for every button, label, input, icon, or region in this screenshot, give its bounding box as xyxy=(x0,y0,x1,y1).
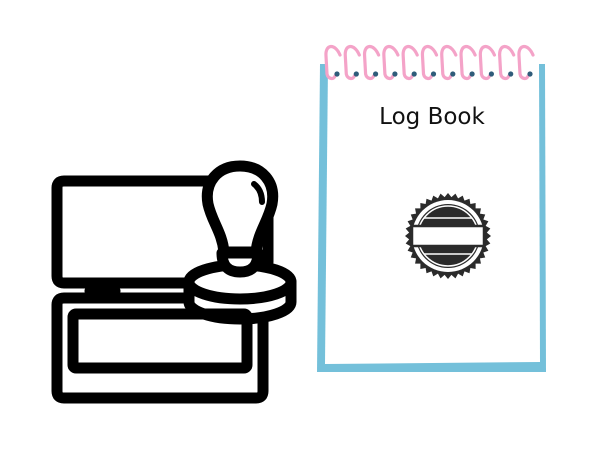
stamp-handle xyxy=(201,160,279,258)
spiral-hole xyxy=(488,71,494,77)
spiral-hole xyxy=(450,71,456,77)
spiral-hole xyxy=(373,71,379,77)
spiral-ring xyxy=(478,44,496,81)
spiral-ring xyxy=(324,44,342,81)
spiral-ring xyxy=(401,44,419,81)
stamp-neck xyxy=(216,247,264,278)
stamp-base-side xyxy=(183,276,297,325)
stamp-handle-highlight xyxy=(251,181,265,205)
ink-pad-base xyxy=(51,292,269,404)
ink-pad-inner xyxy=(67,308,253,374)
seal-badge-icon xyxy=(405,193,491,279)
spiral-hole xyxy=(392,71,398,77)
spiral-ring xyxy=(459,44,477,81)
spiral-binding xyxy=(324,44,535,81)
spiral-hole xyxy=(353,71,359,77)
logbook-notebook: Log Book xyxy=(317,44,546,372)
spiral-hole xyxy=(527,71,533,77)
spiral-ring xyxy=(440,44,458,81)
spiral-hole xyxy=(411,71,417,77)
rubber-stamp-with-ink-pad-icon xyxy=(51,160,297,404)
spiral-ring xyxy=(517,44,535,81)
spiral-ring xyxy=(382,44,400,81)
spiral-hole xyxy=(469,71,475,77)
logbook-title: Log Book xyxy=(379,104,485,130)
spiral-hole xyxy=(334,71,340,77)
spiral-hole xyxy=(430,71,437,77)
spiral-ring xyxy=(343,44,361,81)
spiral-ring xyxy=(498,44,516,81)
spiral-ring xyxy=(420,44,439,81)
spiral-hole xyxy=(508,71,514,77)
spiral-ring xyxy=(362,44,381,81)
